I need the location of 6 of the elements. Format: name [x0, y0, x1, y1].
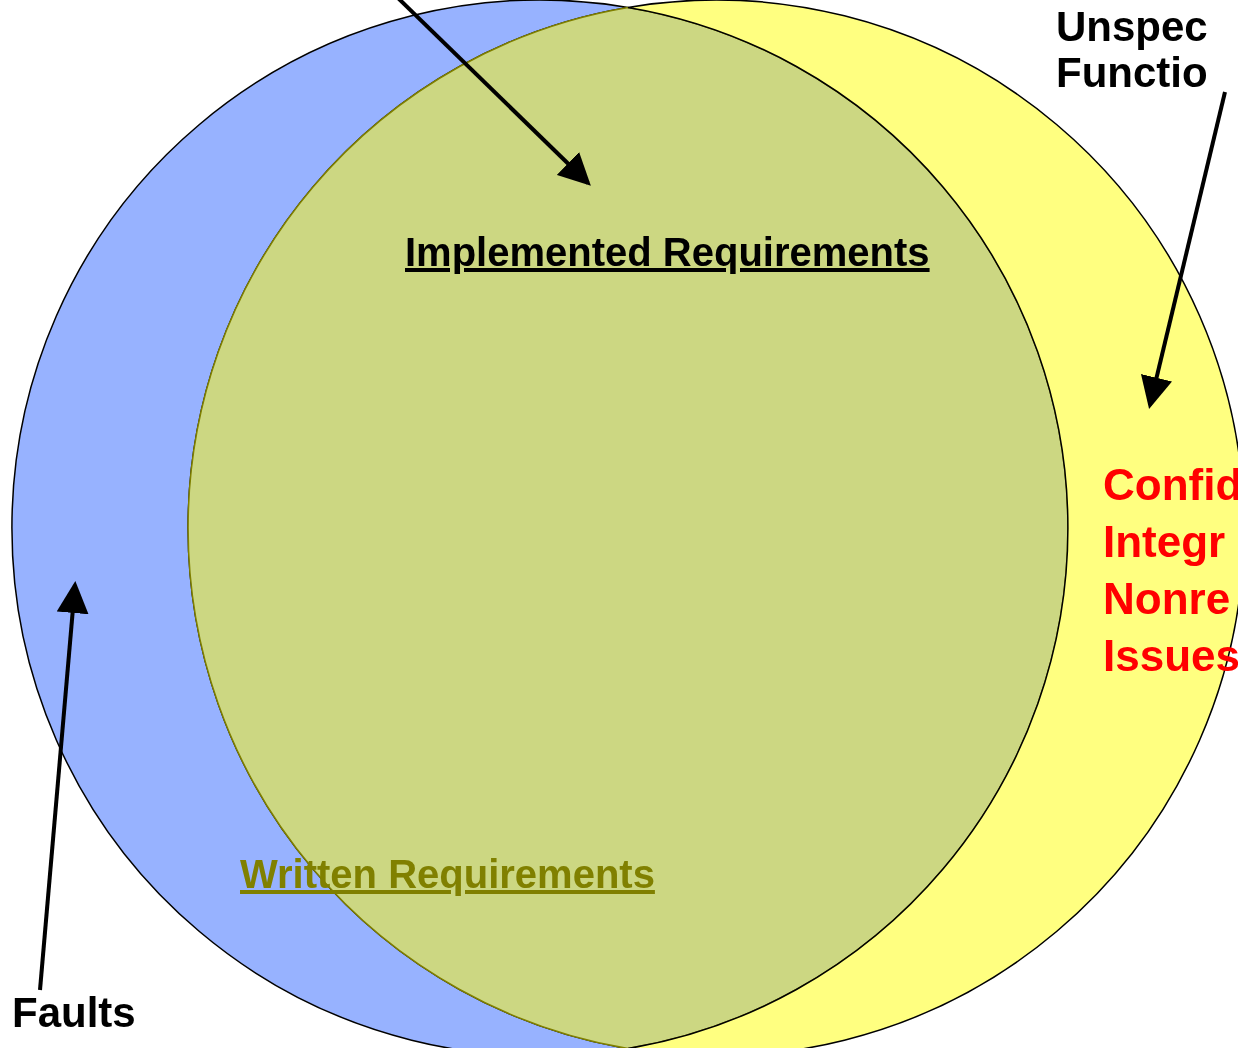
callout-text: Faults [12, 990, 212, 1037]
arrow [396, 0, 591, 186]
callout-text: Unspec Functio [1056, 4, 1231, 97]
arrow [38, 581, 89, 991]
region-label: Implemented Requirements [405, 230, 930, 274]
arrow [1140, 91, 1227, 409]
